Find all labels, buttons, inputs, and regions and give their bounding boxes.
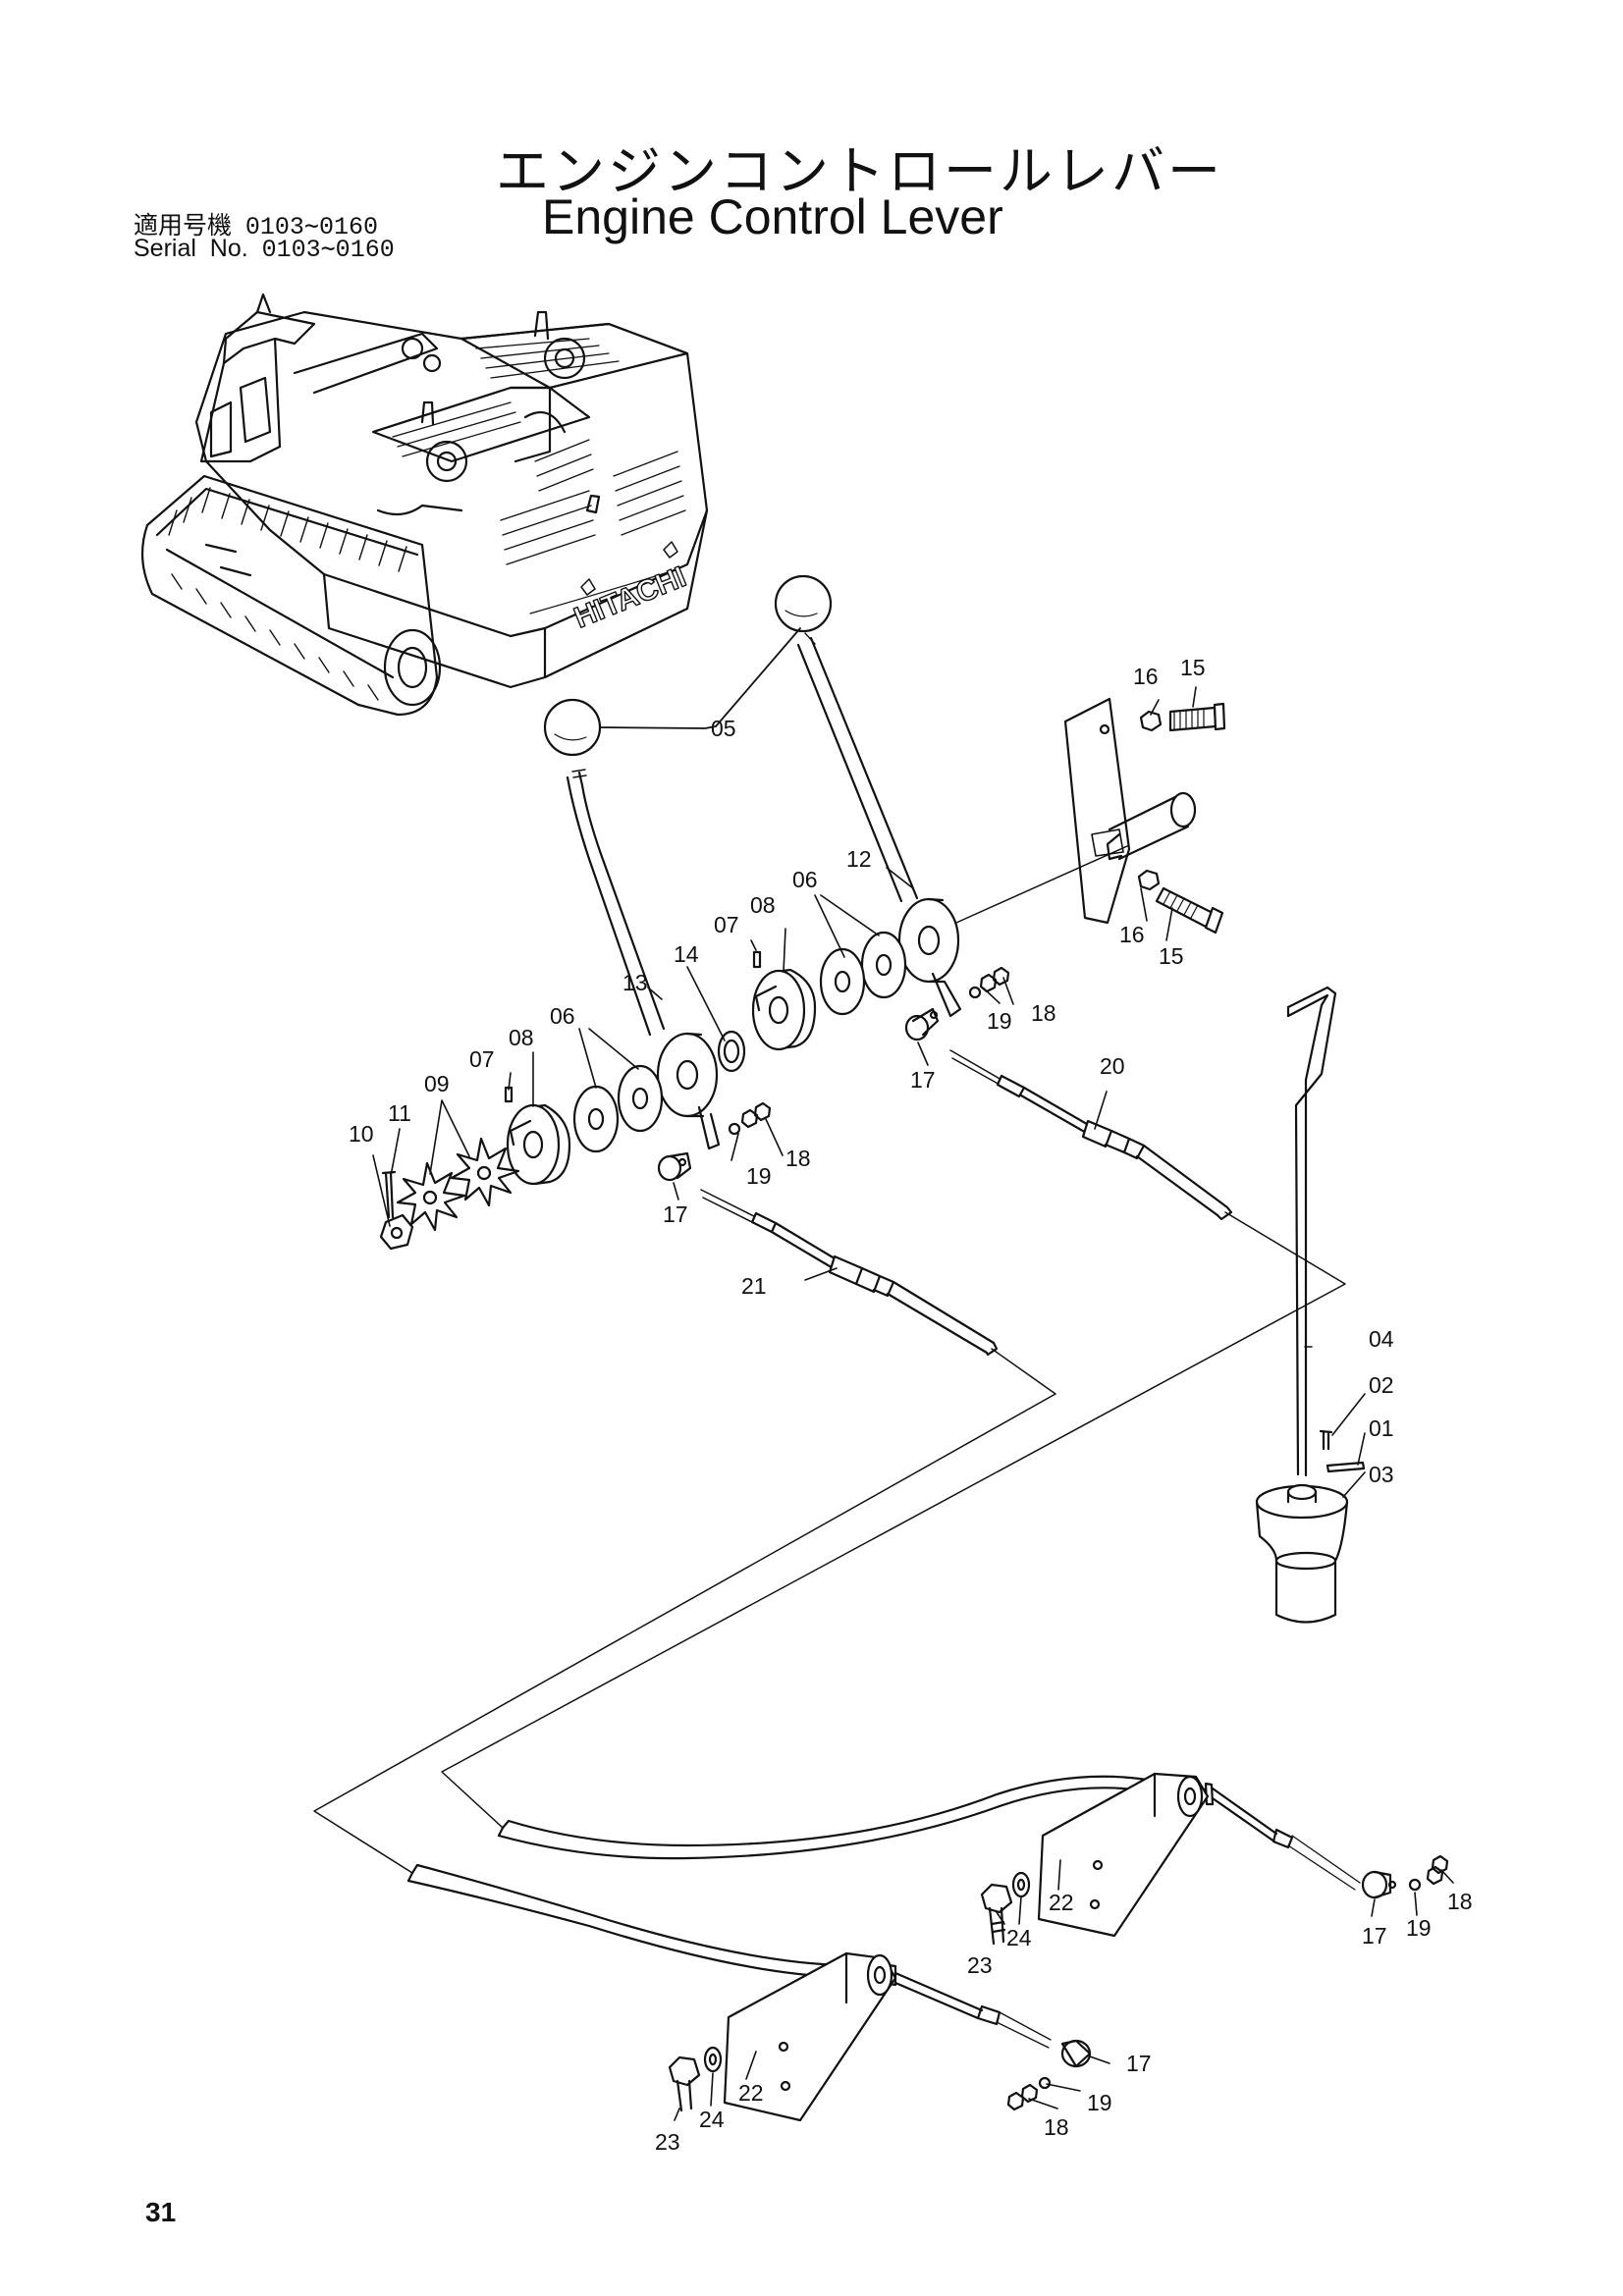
ring-14 xyxy=(717,1030,746,1073)
star-plate-09b xyxy=(396,1161,466,1232)
callout-19-lower-right: 19 xyxy=(1406,1915,1432,1941)
washer-06-left-a xyxy=(617,1064,664,1133)
callout-01: 01 xyxy=(1369,1415,1394,1441)
callout-08-left: 08 xyxy=(509,1025,534,1050)
callout-12: 12 xyxy=(846,846,872,872)
nut-10 xyxy=(379,1213,414,1251)
page-number: 31 xyxy=(145,2197,177,2227)
bracket-22-upper xyxy=(1037,1772,1210,1938)
nut-group-right xyxy=(968,966,1010,999)
cable-20 xyxy=(949,1049,1233,1221)
callout-19-right: 19 xyxy=(987,1008,1012,1034)
bolt-23-lower xyxy=(668,2056,701,2112)
callout-21: 21 xyxy=(741,1273,767,1299)
callout-24-lower: 24 xyxy=(699,2107,725,2132)
leader-lines xyxy=(372,686,1454,2121)
hitachi-logo: HITACHI xyxy=(569,561,690,634)
serial-line-japanese: 適用号機 0103∼0160 xyxy=(134,206,378,241)
washer-06-left-b xyxy=(572,1085,620,1153)
callout-15-lower: 15 xyxy=(1159,943,1184,969)
hub-08-left xyxy=(506,1103,571,1186)
callout-18-left: 18 xyxy=(785,1146,811,1171)
callout-22-upper: 22 xyxy=(1049,1890,1074,1915)
callout-17-lower-left: 17 xyxy=(1126,2051,1152,2076)
bolt-23-upper xyxy=(980,1883,1013,1946)
callout-10: 10 xyxy=(349,1121,374,1147)
cable-lower-upper-run xyxy=(497,1775,1361,1891)
ball-joint-17-upper-left xyxy=(657,1151,692,1182)
callout-17-lower-right: 17 xyxy=(1362,1923,1387,1949)
nut-group-left xyxy=(728,1101,772,1136)
lever-knob-right xyxy=(774,574,833,633)
callout-03: 03 xyxy=(1369,1462,1394,1487)
star-plate-09 xyxy=(450,1137,520,1207)
callout-18-lower-left: 18 xyxy=(1044,2114,1069,2140)
callout-05: 05 xyxy=(711,716,736,741)
lever-knob-left xyxy=(543,698,602,757)
bracket-22-lower xyxy=(723,1951,897,2122)
callout-15-upper: 15 xyxy=(1180,655,1206,680)
callout-24-upper: 24 xyxy=(1006,1925,1032,1950)
callout-16-upper: 16 xyxy=(1133,664,1159,689)
callout-labels: 05 12 13 14 07 08 06 06 08 07 09 10 11 1… xyxy=(349,655,1473,2155)
callout-06-right: 06 xyxy=(792,867,818,892)
callout-11: 11 xyxy=(388,1100,411,1126)
lever-13-hub xyxy=(656,1032,721,1150)
washer-06-right-b xyxy=(819,947,866,1016)
pin-07-right xyxy=(752,950,762,969)
lever-rod-12 xyxy=(796,636,919,903)
lever-support-bracket xyxy=(1063,697,1226,934)
page-title-japanese: エンジンコントロールレバー xyxy=(496,140,1223,202)
ball-joint-17-lower-right xyxy=(1361,1870,1397,1899)
lever-rod-13 xyxy=(566,771,666,1037)
callout-08-right: 08 xyxy=(750,892,776,918)
serial-range-japanese: 0103∼0160 xyxy=(244,213,378,241)
control-lever-assembly xyxy=(379,574,1010,1251)
callout-19-lower-left: 19 xyxy=(1087,2090,1112,2115)
nut-group-lower-left xyxy=(1006,2076,1052,2111)
reference-lines xyxy=(313,845,1346,1874)
nut-group-lower-right xyxy=(1408,1854,1449,1892)
serial-label-english: Serial No. xyxy=(134,235,248,262)
washer-24-lower xyxy=(703,2046,723,2073)
bushing-03 xyxy=(1255,1483,1349,1624)
callout-04: 04 xyxy=(1369,1326,1394,1352)
callout-13: 13 xyxy=(622,970,648,995)
washer-24-upper xyxy=(1011,1871,1031,1898)
callout-17-upper-left: 17 xyxy=(663,1201,688,1227)
serial-label-japanese: 適用号機 xyxy=(134,212,233,240)
callout-16-lower: 16 xyxy=(1119,922,1145,947)
callout-07-left: 07 xyxy=(469,1046,495,1072)
callout-23-upper: 23 xyxy=(967,1952,993,1978)
callout-02: 02 xyxy=(1369,1372,1394,1398)
callout-20: 20 xyxy=(1100,1053,1125,1079)
callout-19-left: 19 xyxy=(746,1163,772,1189)
callout-22-lower: 22 xyxy=(738,2080,764,2106)
ball-joint-17-lower-left xyxy=(1060,2039,1092,2068)
callout-09: 09 xyxy=(424,1071,450,1096)
rod-04 xyxy=(1286,986,1337,1477)
callout-07-right: 07 xyxy=(714,912,739,937)
callout-14: 14 xyxy=(674,941,699,967)
ball-joint-17-upper-right xyxy=(904,1007,940,1041)
serial-range-english: 0103∼0160 xyxy=(261,236,395,264)
bolt-11 xyxy=(381,1170,397,1219)
hub-08-right xyxy=(751,968,817,1051)
page-title-english: Engine Control Lever xyxy=(542,189,1003,244)
callout-17-upper-right: 17 xyxy=(910,1067,936,1093)
washer-06-right-a xyxy=(860,931,907,999)
serial-line-english: Serial No. 0103∼0160 xyxy=(134,234,395,264)
lever-12-hub xyxy=(897,897,962,1018)
pin-02 xyxy=(1319,1429,1333,1451)
excavator-illustration: HITACHI xyxy=(140,293,709,717)
callout-18-lower-right: 18 xyxy=(1447,1889,1473,1914)
cable-21 xyxy=(700,1189,999,1357)
callout-06-left: 06 xyxy=(550,1003,575,1029)
callout-23-lower: 23 xyxy=(655,2129,680,2155)
callout-18-right: 18 xyxy=(1031,1000,1056,1026)
pin-01 xyxy=(1325,1461,1366,1473)
